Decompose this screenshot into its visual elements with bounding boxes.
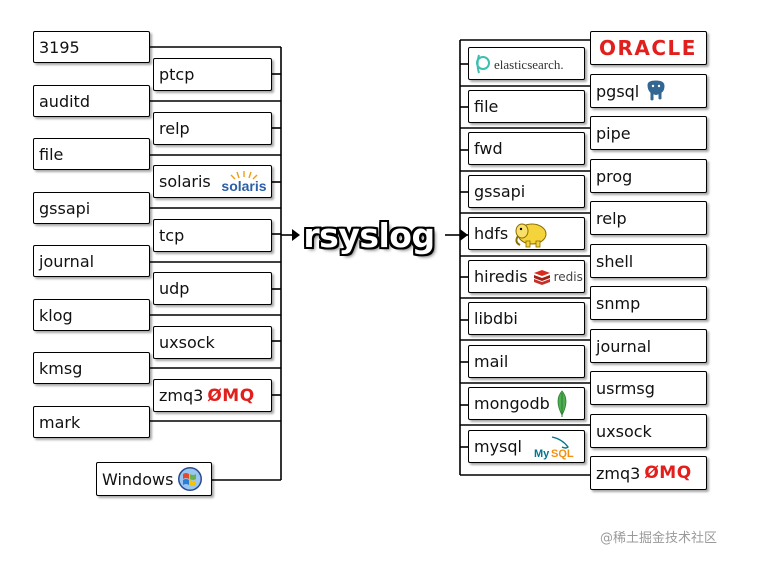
rsyslog-core-title: rsyslog [303,215,435,255]
output-module-elasticsearch: elasticsearch. [468,47,585,80]
output-module-uxsock: uxsock [590,414,707,448]
module-label: fwd [474,139,503,158]
svg-text:elasticsearch.: elasticsearch. [494,57,564,72]
solaris-logo-icon: solaris [215,169,273,195]
module-label: relp [159,119,190,138]
module-label: uxsock [159,333,215,352]
svg-text:SQL: SQL [551,448,574,460]
watermark-text: @稀土掘金技术社区 [600,531,718,546]
module-label: file [39,144,64,164]
output-module-journal: journal [590,329,707,363]
module-label: mark [39,412,81,432]
zeromq-logo-icon: ØMQ [207,385,255,406]
windows-logo-icon [177,466,203,492]
module-label: Windows [102,469,174,489]
svg-text:solaris: solaris [221,178,266,194]
module-label: relp [596,208,627,228]
output-module-snmp: snmp [590,286,707,320]
module-label: snmp [596,293,641,313]
module-label: hiredis [474,267,528,286]
hadoop-elephant-icon [512,220,550,248]
input-module-mark: mark [33,406,150,438]
input-module-windows: Windows [96,462,212,496]
module-label: mysql [474,437,522,456]
module-label: zmq3 [159,386,204,405]
module-label: udp [159,279,190,298]
svg-text:My: My [534,448,550,460]
module-label: prog [596,166,633,186]
output-module-oracle: ORACLE [590,31,707,65]
module-label: ptcp [159,65,195,84]
input-module-journal: journal [33,245,150,277]
input-module-gssapi: gssapi [33,192,150,224]
module-label: auditd [39,91,90,111]
postgresql-elephant-icon [643,79,669,103]
module-label: file [474,97,499,116]
elasticsearch-logo-icon: elasticsearch. [474,51,578,77]
redis-wordmark: redis [553,269,583,284]
module-label: libdbi [474,309,518,328]
module-label: pgsql [596,81,640,101]
zeromq-logo-icon: ØMQ [644,463,692,483]
input-module-klog: klog [33,299,150,331]
output-module-pipe: pipe [590,116,707,150]
module-label: uxsock [596,421,652,441]
module-label: journal [596,336,652,356]
module-label: pipe [596,123,631,143]
output-module-file: file [468,90,585,123]
output-module-gssapi: gssapi [468,175,585,208]
input-module-file: file [33,138,150,170]
output-module-libdbi: libdbi [468,302,585,335]
input-module-relp: relp [153,112,272,145]
module-label: zmq3 [596,463,641,483]
module-label: klog [39,305,73,325]
input-module-kmsg: kmsg [33,352,150,384]
input-module-udp: udp [153,272,272,305]
module-label: solaris [159,172,211,191]
input-module-solaris: solaris solaris [153,165,272,198]
module-label: tcp [159,226,185,245]
input-module-3195: 3195 [33,31,150,63]
output-module-shell: shell [590,244,707,278]
module-label: gssapi [39,198,91,218]
module-label: 3195 [39,37,80,57]
module-label: shell [596,251,634,271]
module-label: mail [474,352,509,371]
output-module-usrmsg: usrmsg [590,371,707,405]
output-module-pgsql: pgsql [590,74,707,108]
module-label: gssapi [474,182,526,201]
input-module-uxsock: uxsock [153,326,272,359]
output-module-hiredis: hiredis redis [468,260,585,293]
input-module-auditd: auditd [33,85,150,117]
output-module-mail: mail [468,345,585,378]
mongodb-leaf-icon [554,389,570,418]
module-label: kmsg [39,358,83,378]
module-label: hdfs [474,224,509,243]
module-label: journal [39,251,95,271]
output-module-prog: prog [590,159,707,193]
output-module-hdfs: hdfs [468,217,585,250]
input-module-ptcp: ptcp [153,58,272,91]
output-module-mongodb: mongodb [468,387,585,420]
output-module-fwd: fwd [468,132,585,165]
output-module-relp: relp [590,201,707,235]
input-module-tcp: tcp [153,219,272,252]
oracle-logo-icon: ORACLE [599,36,697,60]
module-label: mongodb [474,394,550,413]
module-label: usrmsg [596,378,655,398]
redis-logo-icon: redis [532,268,583,286]
